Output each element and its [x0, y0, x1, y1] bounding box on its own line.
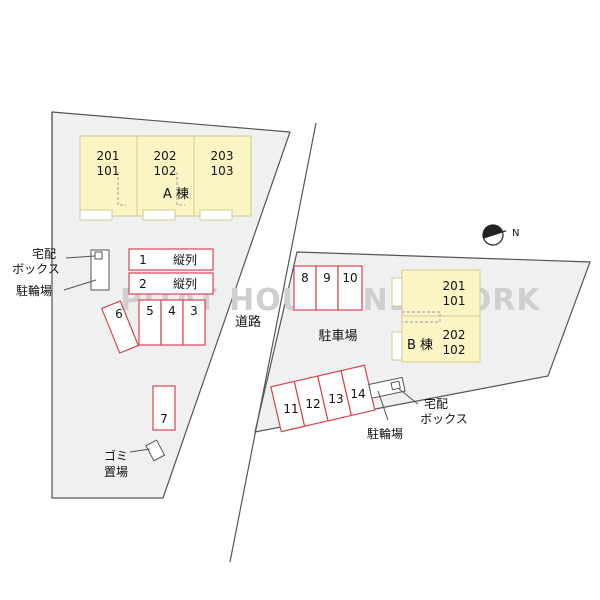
parking-slot-number: 10: [342, 271, 357, 285]
building-b-entry: [391, 331, 403, 361]
parking-slot-number: 12: [305, 397, 320, 411]
leader-line: [129, 448, 151, 453]
unit-lower: 103: [211, 164, 234, 178]
parking-slot: [152, 385, 176, 431]
parking-slot: [182, 299, 206, 346]
leader-line: [398, 388, 419, 405]
left-delivery-box-label: 宅配: [32, 246, 56, 261]
parking-slot: [337, 265, 363, 311]
leader-line: [63, 279, 97, 291]
building-a-stair: [117, 172, 126, 206]
parking-slot-number: 6: [115, 307, 123, 321]
unit-upper: 202: [154, 149, 177, 163]
road-label: 道路: [235, 314, 261, 330]
unit-lower: 101: [97, 164, 120, 178]
left-delivery-box-inner: [94, 251, 103, 260]
unit-lower: 102: [154, 164, 177, 178]
parking-slot-number: 4: [168, 304, 176, 318]
left-bicycle-parking-label: 駐輪場: [16, 283, 52, 298]
building-a-entry: [79, 209, 113, 221]
parking-slot-number: 14: [350, 387, 365, 401]
right-delivery-box-label: ボックス: [420, 412, 468, 426]
parking-slot: [128, 248, 214, 271]
left-delivery-box-label: ボックス: [12, 262, 60, 276]
right-delivery-box-label: 宅配: [424, 396, 448, 411]
parking-slot: [100, 300, 140, 354]
parking-slot-note: 縦列: [173, 253, 197, 267]
building-b-stair: [402, 311, 441, 323]
road-line: [229, 122, 317, 563]
parking-slot-number: 3: [190, 304, 198, 318]
right-delivery-box-inner: [390, 380, 401, 391]
building-a-stair: [176, 172, 185, 206]
building-b: 201 101 202 102 B 棟: [391, 269, 481, 363]
unit-upper: 201: [443, 279, 466, 293]
unit-upper: 201: [97, 149, 120, 163]
parking-slot-number: 13: [328, 392, 343, 406]
parking-slot: [128, 272, 214, 295]
building-a-entry: [199, 209, 233, 221]
parking-slot-number: 5: [146, 304, 154, 318]
parking-slot-number: 1: [139, 253, 147, 267]
building-a: 201 101 202 102 203 103 A 棟: [79, 135, 252, 221]
parking-slot-number: 9: [323, 271, 331, 285]
building-b-label: B 棟: [407, 338, 433, 353]
unit-lower: 101: [443, 294, 466, 308]
building-a-entry: [142, 209, 176, 221]
garbage-label: 置場: [104, 465, 128, 479]
unit-upper: 203: [211, 149, 234, 163]
north-arrow-icon: [482, 224, 507, 246]
leader-line: [65, 255, 96, 259]
unit-lower: 102: [443, 343, 466, 357]
right-bicycle-parking-label: 駐輪場: [367, 426, 403, 441]
parking-slot-number: 11: [283, 402, 298, 416]
unit-upper: 202: [443, 328, 466, 342]
compass-label: N: [512, 228, 519, 239]
parking-slot-note: 縦列: [173, 277, 197, 291]
parking-slot-number: 8: [301, 271, 309, 285]
parking-slot-number: 2: [139, 277, 147, 291]
parking-slot-number: 7: [160, 412, 168, 426]
building-a-label: A 棟: [163, 187, 189, 202]
leader-line: [377, 390, 389, 421]
garbage-label: ゴミ: [104, 448, 128, 463]
parking-lot-label: 駐車場: [318, 329, 357, 344]
building-b-entry: [391, 277, 403, 307]
garbage-station: [145, 439, 166, 462]
